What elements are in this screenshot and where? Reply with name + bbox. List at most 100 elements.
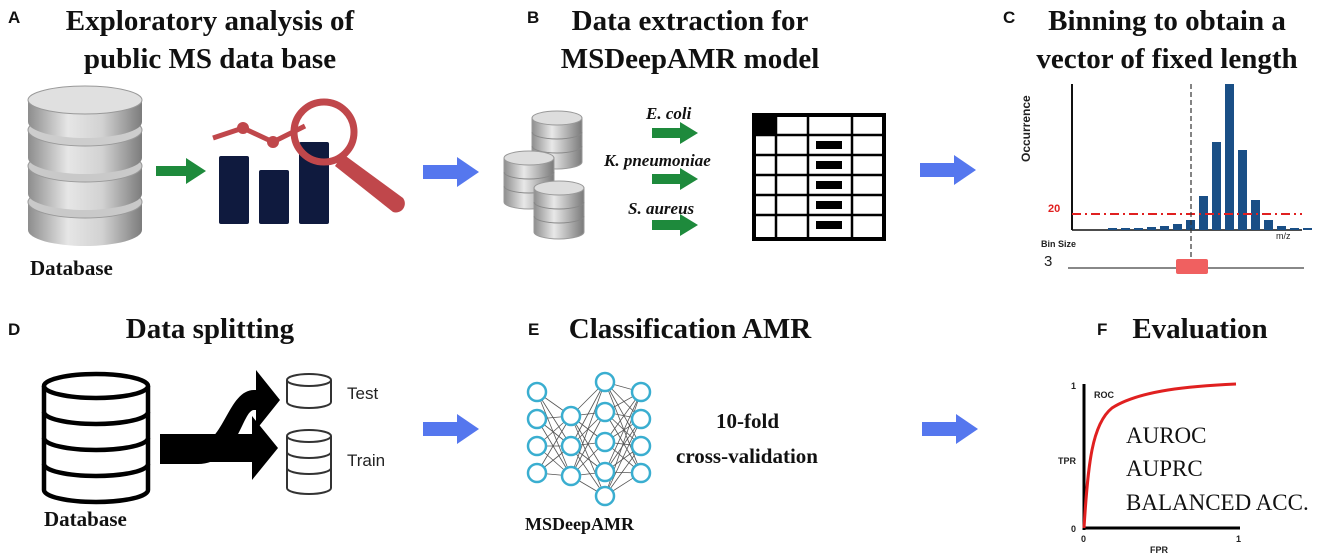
nn-node — [630, 462, 652, 484]
roc-curve-label: ROC — [1094, 390, 1114, 400]
bin-size-label: Bin Size — [1041, 239, 1077, 249]
panel-a-title-line2: public MS data base — [83, 43, 337, 75]
roc-y-max: 1 — [1071, 381, 1077, 391]
db-bottom — [533, 180, 585, 240]
histogram-bar — [1277, 226, 1286, 230]
panel-d-letter: D — [8, 320, 21, 339]
histogram-bar — [1290, 228, 1299, 230]
bar-chart-magnifier-icon — [212, 98, 405, 224]
nn-edge — [536, 415, 572, 474]
panel-a-database-caption: Database — [30, 256, 113, 280]
nn-edge — [536, 418, 572, 477]
histogram-bar — [1147, 227, 1156, 230]
flow-arrow-e-f-icon — [922, 414, 978, 444]
histogram-x-axis-label: m/z — [1276, 231, 1291, 241]
train-db-icon — [286, 429, 332, 495]
nn-node — [594, 485, 616, 507]
metric-auprc: AUPRC — [1126, 456, 1203, 481]
nn-node — [594, 431, 616, 453]
nn-node — [526, 435, 548, 457]
metric-balanced-acc: BALANCED ACC. — [1126, 490, 1309, 515]
stacked-databases-icon — [503, 110, 585, 240]
histogram-bar — [1225, 84, 1234, 230]
nn-node — [560, 405, 582, 427]
roc-x-min: 0 — [1081, 534, 1087, 544]
split-arrows-icon — [160, 370, 280, 480]
histogram-bar — [1134, 228, 1143, 230]
cv-line1: 10-fold — [716, 409, 779, 433]
species-label-s-aureus: S. aureus — [628, 199, 695, 218]
green-arrows-species-icon — [652, 122, 698, 236]
species-label-e-coli: E. coli — [646, 104, 692, 123]
database-3d-icon — [27, 85, 143, 246]
panel-c-title: Binning to obtain a vector of fixed leng… — [1012, 2, 1322, 78]
panel-b-title-line1: Data extraction for — [571, 5, 809, 37]
panel-e-title: Classification AMR — [568, 313, 812, 345]
histogram-bar — [1303, 228, 1312, 230]
nn-edge — [604, 381, 642, 447]
histogram-chart — [1068, 84, 1312, 274]
histogram-bar — [1212, 142, 1221, 230]
roc-y-label: TPR — [1058, 456, 1076, 466]
nn-node — [630, 381, 652, 403]
roc-chart — [1082, 382, 1240, 530]
nn-edge — [604, 445, 642, 497]
nn-edge — [536, 391, 572, 447]
roc-y-min: 0 — [1071, 524, 1077, 534]
flow-arrow-a-b-icon — [423, 157, 479, 187]
nn-edge — [570, 415, 606, 497]
histogram-bar — [1264, 220, 1273, 230]
roc-x-max: 1 — [1236, 534, 1242, 544]
nn-edge — [570, 381, 606, 447]
threshold-label: 20 — [1048, 203, 1061, 215]
nn-edge — [570, 381, 606, 477]
nn-edge — [604, 391, 642, 443]
histogram-bar — [1251, 200, 1260, 230]
histogram-bar — [1199, 196, 1208, 230]
test-label: Test — [347, 384, 379, 403]
test-db-icon — [286, 373, 332, 409]
panel-d-database-caption: Database — [44, 507, 127, 531]
nn-edge — [604, 418, 642, 497]
panel-f-letter: F — [1097, 320, 1108, 339]
histogram-bar — [1238, 150, 1247, 230]
panel-f-title: Evaluation — [1132, 313, 1268, 345]
species-label-k-pneumoniae: K. pneumoniae — [604, 151, 711, 170]
panel-a-title: Exploratory analysis of public MS data b… — [20, 2, 400, 78]
nn-edge — [604, 381, 642, 474]
cv-line2: cross-validation — [676, 444, 818, 468]
roc-x-label: FPR — [1150, 545, 1168, 555]
model-name-caption: MSDeepAMR — [525, 514, 634, 534]
nn-node — [560, 435, 582, 457]
nn-edge — [604, 411, 642, 474]
panel-b-letter: B — [527, 8, 540, 27]
nn-node — [594, 401, 616, 423]
flow-arrow-d-e-icon — [423, 414, 479, 444]
train-label: Train — [347, 451, 386, 470]
panel-b-title-line2: MSDeepAMR model — [560, 43, 820, 75]
panel-e-letter: E — [528, 320, 540, 339]
histogram-bar — [1173, 224, 1182, 230]
panel-c-title-line1: Binning to obtain a — [1048, 5, 1286, 37]
data-table-icon — [752, 113, 886, 241]
metric-auroc: AUROC — [1126, 423, 1207, 448]
nn-edge — [536, 391, 572, 477]
bin-size-value: 3 — [1044, 253, 1053, 270]
nn-node — [526, 381, 548, 403]
histogram-bar — [1121, 228, 1130, 230]
histogram-bar — [1160, 226, 1169, 230]
histogram-y-axis-label: Occurrence — [1019, 95, 1033, 162]
nn-node — [594, 371, 616, 393]
nn-node — [630, 435, 652, 457]
nn-edge — [604, 418, 642, 473]
flow-arrow-b-c-icon — [920, 155, 976, 185]
nn-node — [526, 408, 548, 430]
panel-b-title: Data extraction for MSDeepAMR model — [500, 2, 880, 78]
nn-node — [630, 408, 652, 430]
nn-node — [526, 462, 548, 484]
histogram-bar — [1108, 228, 1117, 230]
panel-a-title-line1: Exploratory analysis of — [65, 5, 355, 37]
nn-node — [594, 461, 616, 483]
neural-network-icon — [526, 371, 652, 507]
panel-c-letter: C — [1003, 8, 1016, 27]
